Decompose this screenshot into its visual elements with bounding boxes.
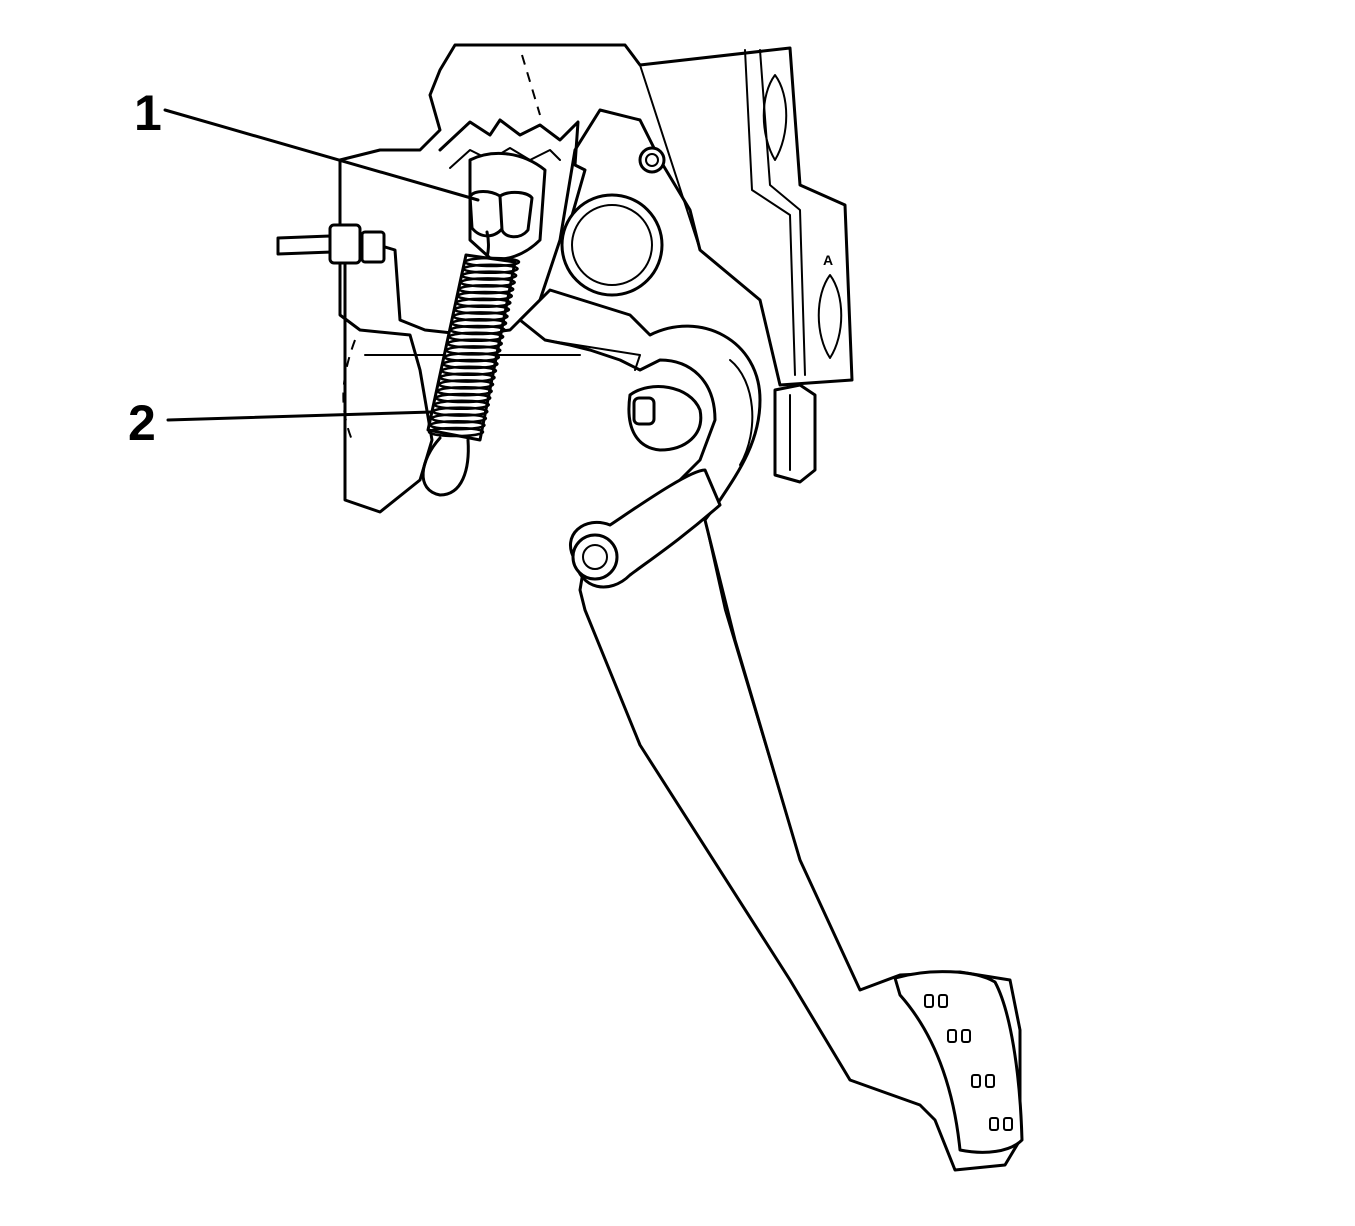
spring-coil (427, 426, 485, 438)
spring-retainer (468, 151, 547, 267)
bracket-marking-a: A (823, 252, 833, 268)
mounting-bracket: A (338, 43, 854, 514)
tread-mark (924, 994, 934, 1008)
tread-mark (989, 1117, 999, 1131)
callout-1-label: 1 (134, 85, 162, 141)
section-cut-edge (438, 118, 587, 242)
tread-mark (985, 1074, 995, 1088)
tread-mark (947, 1029, 957, 1043)
pivot-hub (560, 146, 666, 297)
tread-mark (971, 1074, 981, 1088)
tread-mark (961, 1029, 971, 1043)
callout-2-label: 2 (128, 395, 156, 451)
spring-coils (427, 256, 521, 438)
callout-2-leader (166, 410, 434, 422)
pad-treads (924, 994, 1013, 1131)
tread-mark (1003, 1117, 1013, 1131)
return-spring (421, 253, 521, 497)
tread-mark (938, 994, 948, 1008)
callout-1-leader (163, 108, 480, 202)
pedal-pad (893, 970, 1024, 1154)
mounting-stud (276, 223, 386, 265)
